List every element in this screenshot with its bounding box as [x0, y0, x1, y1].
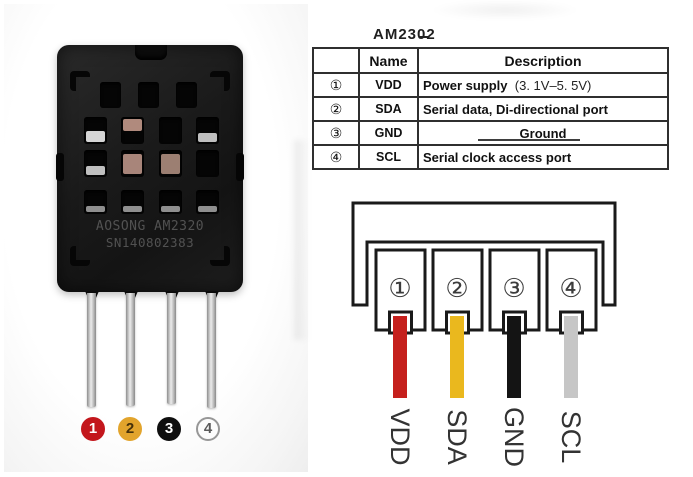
- header-num: [312, 47, 360, 74]
- sensor-pin-3: [167, 293, 176, 404]
- connector-hood-outline: [351, 201, 617, 307]
- pin-description: Serial data, Di-directional port: [417, 96, 669, 122]
- vent-hole: [196, 150, 219, 177]
- pin-number-badge-3: 3: [157, 417, 181, 441]
- pin-description-table: Name Description ① VDD Power supply (3. …: [312, 47, 669, 170]
- pin-description: Power supply (3. 1V–5. 5V): [417, 72, 669, 98]
- sensor-corner-cutout: [210, 246, 230, 266]
- pin-description: Ground: [417, 120, 669, 146]
- wire-sda: [450, 316, 464, 398]
- pin-name: VDD: [358, 72, 419, 98]
- sensor-top-notch: [135, 45, 167, 60]
- wire-label-vdd: VDD: [385, 408, 415, 466]
- sensor-marking-serial: SN140802383: [105, 235, 195, 250]
- sensor-corner-cutout: [70, 246, 90, 266]
- vent-hole: [196, 117, 219, 144]
- wire-label-scl: SCL: [556, 410, 586, 464]
- header-name: Name: [358, 47, 419, 74]
- wire-vdd: [393, 316, 407, 398]
- sensor-corner-cutout: [210, 71, 230, 91]
- header-description: Description: [417, 47, 669, 74]
- sensor-marking-model: AOSONG AM2320: [95, 219, 205, 234]
- vent-hole: [84, 150, 107, 177]
- vent-hole: [159, 190, 182, 214]
- sensor-pin-4: [207, 293, 216, 408]
- pin-name: SCL: [358, 144, 419, 170]
- pin-num: ①: [312, 72, 360, 98]
- table-row: ④ SCL Serial clock access port: [312, 144, 669, 170]
- pin-number-badge-1: 1: [81, 417, 105, 441]
- vent-hole: [100, 82, 121, 108]
- pin-name: GND: [358, 120, 419, 146]
- vent-hole: [138, 82, 159, 108]
- connector-housing-diagram: [351, 201, 617, 335]
- sensor-pin-1: [87, 293, 96, 407]
- wire-label-sda: SDA: [442, 409, 472, 465]
- pin-num: ②: [312, 96, 360, 122]
- connector-slot-number-2: ②: [445, 274, 469, 304]
- vent-hole: [121, 150, 144, 177]
- vent-hole: [196, 190, 219, 214]
- background-smudge: [430, 0, 580, 20]
- sensor-edge-notch: [56, 153, 64, 181]
- sensor-pin-2: [126, 293, 135, 406]
- table-title: AM2302: [373, 26, 436, 43]
- table-row: ① VDD Power supply (3. 1V–5. 5V): [312, 72, 669, 98]
- pin-num: ③: [312, 120, 360, 146]
- wire-gnd: [507, 316, 521, 398]
- pin-description: Serial clock access port: [417, 144, 669, 170]
- sensor-body: AOSONG AM2320 SN140802383: [56, 45, 244, 292]
- wire-scl: [564, 316, 578, 398]
- connector-slot-number-3: ③: [502, 274, 526, 304]
- vent-hole: [176, 82, 197, 108]
- sensor-corner-cutout: [70, 71, 90, 91]
- table-header-row: Name Description: [312, 47, 669, 74]
- vent-hole: [159, 117, 182, 144]
- vent-hole: [121, 190, 144, 214]
- photo-edge-shadow: [294, 140, 310, 340]
- vent-hole: [84, 190, 107, 214]
- wire-label-gnd: GND: [499, 407, 529, 467]
- pin-name: SDA: [358, 96, 419, 122]
- ground-underline-mark: [478, 139, 580, 141]
- vent-hole: [121, 117, 144, 144]
- table-row: ② SDA Serial data, Di-directional port: [312, 96, 669, 122]
- table-title-dash: [419, 36, 428, 38]
- sensor-edge-notch: [236, 153, 244, 181]
- pin-number-badge-4: 4: [196, 417, 220, 441]
- pin-num: ④: [312, 144, 360, 170]
- vent-hole: [84, 117, 107, 144]
- connector-slot-number-1: ①: [388, 274, 412, 304]
- table-row: ③ GND Ground: [312, 120, 669, 146]
- pin-number-badge-2: 2: [118, 417, 142, 441]
- vent-hole: [159, 150, 182, 177]
- connector-slot-number-4: ④: [559, 274, 583, 304]
